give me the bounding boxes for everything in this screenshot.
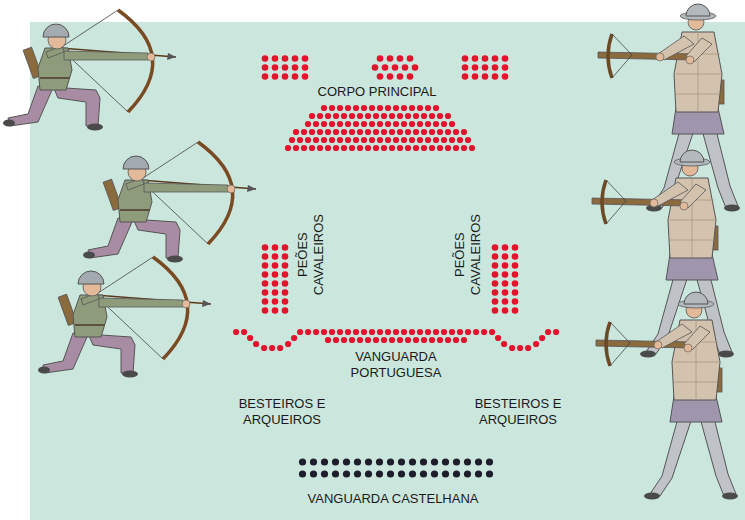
label-text: PEÕES CAVALEIROS bbox=[294, 208, 325, 303]
troop-row bbox=[304, 120, 456, 128]
troop-wing bbox=[233, 329, 319, 351]
archer-figure bbox=[83, 142, 256, 263]
troop-block bbox=[375, 72, 415, 81]
troop-wing bbox=[473, 329, 559, 351]
archer-figure bbox=[38, 257, 211, 378]
archer-figures bbox=[3, 10, 256, 378]
troop-row bbox=[308, 112, 452, 120]
portuguese-vanguard bbox=[233, 328, 559, 351]
troop-block bbox=[260, 54, 310, 81]
troop-row bbox=[320, 104, 440, 112]
crossbowman-figures bbox=[592, 4, 740, 500]
troop-row bbox=[284, 144, 476, 152]
troop-block bbox=[490, 243, 520, 315]
label-text: VANGUARDA PORTUGUESA bbox=[340, 349, 452, 380]
troop-block bbox=[460, 54, 510, 81]
castilian-vanguard bbox=[297, 456, 495, 480]
label-text: PEÕES CAVALEIROS bbox=[451, 208, 482, 303]
formation-label: PEÕES CAVALEIROS bbox=[451, 208, 482, 303]
formation-label: BESTEIROS E ARQUEIROS bbox=[232, 396, 332, 427]
formation-label: PEÕES CAVALEIROS bbox=[294, 208, 325, 303]
troop-block bbox=[375, 54, 415, 63]
troop-row bbox=[324, 336, 468, 344]
field-ground bbox=[30, 22, 745, 520]
formation-label: VANGUARDA CASTELHANA bbox=[308, 491, 479, 507]
label-text: VANGUARDA CASTELHANA bbox=[308, 491, 479, 507]
label-text: CORPO PRINCIPAL bbox=[318, 84, 437, 100]
crossbowman-figure bbox=[598, 4, 740, 212]
troop-row bbox=[320, 328, 472, 336]
formation-label: VANGUARDA PORTUGUESA bbox=[340, 349, 452, 380]
portuguese-main-body bbox=[260, 54, 510, 152]
crossbowman-figure bbox=[596, 292, 738, 500]
formation-label: CORPO PRINCIPAL bbox=[318, 84, 437, 100]
troop-row bbox=[288, 136, 472, 144]
formation-label: BESTEIROS E ARQUEIROS bbox=[468, 396, 568, 427]
troop-row bbox=[292, 128, 468, 136]
label-text: BESTEIROS E ARQUEIROS bbox=[232, 396, 332, 427]
label-text: BESTEIROS E ARQUEIROS bbox=[468, 396, 568, 427]
troop-block bbox=[260, 243, 290, 315]
archer-figure bbox=[3, 10, 176, 131]
troop-block bbox=[370, 63, 420, 72]
